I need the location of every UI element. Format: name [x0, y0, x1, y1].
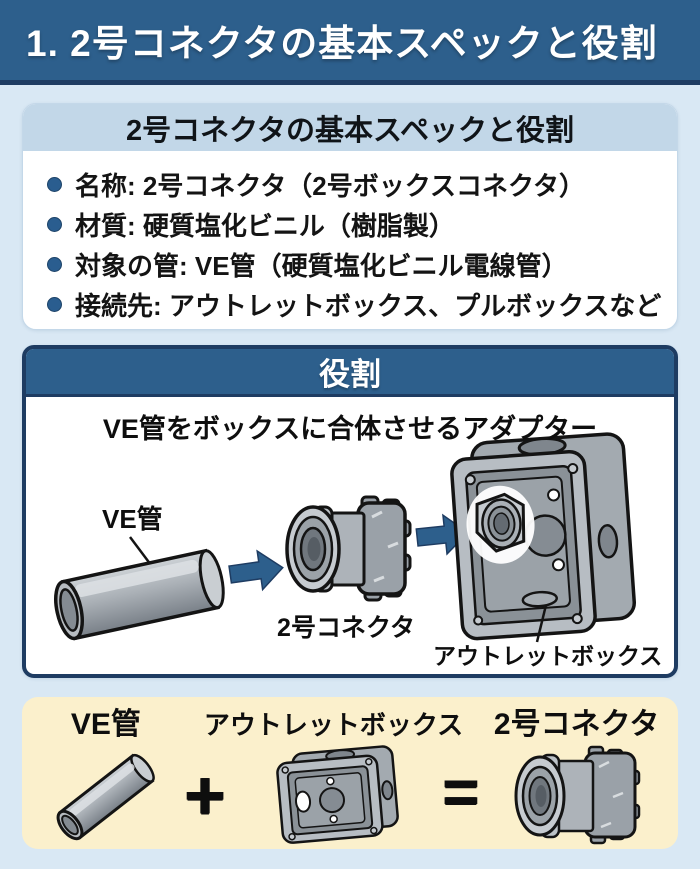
- pipe-label: VE管: [102, 504, 163, 534]
- box-label-pointer-line: [535, 604, 548, 643]
- equation-pipe-label: VE管: [70, 708, 141, 741]
- equation-box-label: アウトレットボックス: [203, 710, 464, 740]
- spec-item-material: 材質: 硬質塩化ビニル（樹脂製）: [47, 204, 657, 244]
- spec-item-label: 接続先: アウトレットボックス、プルボックスなど: [75, 290, 662, 321]
- equation-connector-column: 2号コネクタ: [481, 705, 672, 845]
- spec-item-target-pipe: 対象の管: VE管（硬質塩化ビニル電線管）: [47, 244, 657, 284]
- equals-sign: =: [442, 758, 479, 827]
- bullet-dot-icon: [47, 216, 62, 232]
- bullet-dot-icon: [47, 296, 62, 312]
- spec-item-label: 材質: 硬質塩化ビニル（樹脂製）: [75, 210, 455, 241]
- role-card-title: 役割: [26, 349, 674, 397]
- role-card: 役割 VE管をボックスに合体させるアダプター: [22, 345, 678, 678]
- equation-pipe-column: VE管: [28, 705, 184, 841]
- equation-box-column: アウトレットボックス: [204, 705, 463, 845]
- bullet-dot-icon: [47, 176, 62, 192]
- ve-pipe-illustration: [54, 548, 225, 641]
- equation-connector-label: 2号コネクタ: [493, 708, 660, 741]
- spec-list: 名称: 2号コネクタ（2号ボックスコネクタ） 材質: 硬質塩化ビニル（樹脂製） …: [23, 151, 677, 324]
- spec-item-name: 名称: 2号コネクタ（2号ボックスコネクタ）: [47, 164, 657, 204]
- connector-small-illustration: [514, 745, 640, 845]
- connector-label: 2号コネクタ: [277, 614, 415, 642]
- plus-sign: +: [184, 756, 226, 834]
- equation-card: VE管 + アウトレットボックス: [22, 697, 678, 849]
- page-header: 1. 2号コネクタの基本スペックと役割: [0, 0, 700, 85]
- outlet-box-illustration: [450, 432, 637, 641]
- right-arrow-icon: [228, 549, 284, 592]
- connector-illustration: [285, 495, 412, 602]
- role-subtitle: VE管をボックスに合体させるアダプター: [102, 414, 598, 444]
- role-illustration-area: VE管をボックスに合体させるアダプター: [26, 397, 674, 671]
- spec-card-title: 2号コネクタの基本スペックと役割: [23, 104, 677, 151]
- spec-item-label: 名称: 2号コネクタ（2号ボックスコネクタ）: [75, 170, 585, 201]
- role-illustration: [54, 432, 637, 643]
- outlet-box-small-illustration: [276, 745, 400, 844]
- spec-item-connection: 接続先: アウトレットボックス、プルボックスなど: [47, 284, 661, 324]
- spec-item-label: 対象の管: VE管（硬質塩化ビニル電線管）: [75, 250, 568, 281]
- outlet-box-label: アウトレットボックス: [433, 643, 663, 669]
- bullet-dot-icon: [47, 256, 62, 272]
- page-title: 1. 2号コネクタの基本スペックと役割: [26, 23, 658, 64]
- spec-card: 2号コネクタの基本スペックと役割 名称: 2号コネクタ（2号ボックスコネクタ） …: [22, 103, 678, 330]
- ve-pipe-small-illustration: [56, 753, 155, 841]
